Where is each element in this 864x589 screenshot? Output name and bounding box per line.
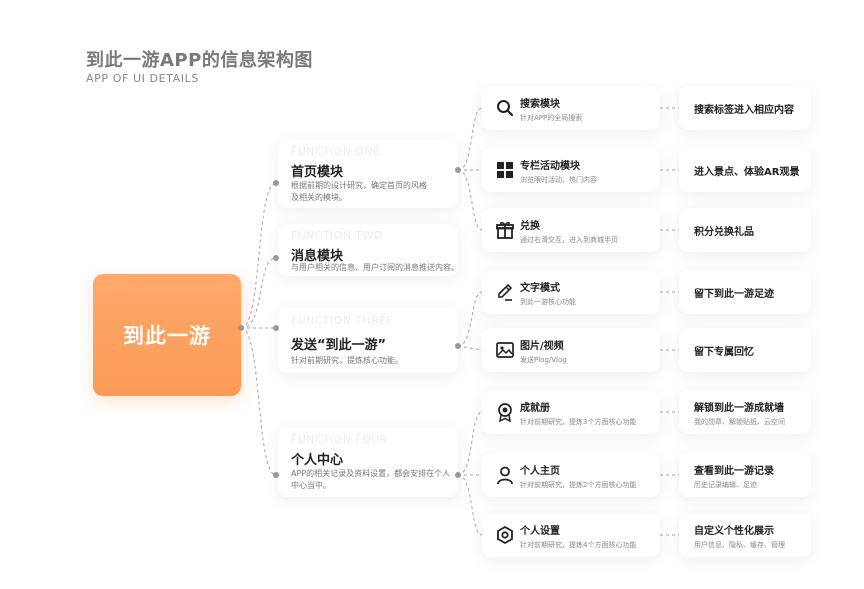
result-title: 解锁到此一游成就墙: [694, 403, 784, 414]
result-desc: 用户信息、隐私、缓存、管理: [694, 541, 785, 549]
result-title: 留下到此一游足迹: [694, 289, 774, 300]
result-card-records[interactable]: 查看到此一游记录 历史记录编辑、足迹: [679, 453, 811, 497]
result-title: 留下专属回忆: [694, 347, 754, 358]
result-card-redeem-gifts[interactable]: 积分兑换礼品: [679, 208, 811, 252]
pen-icon: [498, 283, 513, 301]
feature-title: 图片/视频: [520, 341, 564, 352]
function-desc: 中心当中。: [291, 481, 331, 490]
feature-desc: 到此一游核心功能: [520, 298, 576, 306]
function-en-label: FUNCTION TWO: [291, 229, 383, 242]
result-title: 查看到此一游记录: [694, 466, 774, 477]
connector-dot: [273, 180, 279, 186]
result-title: 自定义个性化展示: [694, 526, 774, 537]
function-en-label: FUNCTION FOUR: [291, 433, 388, 446]
function-en-label: FUNCTION ONE: [291, 145, 381, 158]
feature-desc: 针对前期研究，提炼2个方面核心功能: [520, 481, 637, 489]
result-card-memories[interactable]: 留下专属回忆: [679, 328, 811, 372]
function-desc: 与用户相关的信息、用户订阅的消息推送内容。: [291, 263, 459, 272]
function-desc: 根据前期的设计研究，确定首页的风格: [291, 181, 427, 190]
function-en-label: FUNCTION THREE: [291, 314, 394, 327]
function-desc: 针对前期研究，提炼核心功能。: [291, 356, 403, 365]
feature-title: 个人设置: [520, 526, 560, 537]
result-desc: 我的勋章、解锁贴纸、云空间: [694, 418, 785, 426]
result-card-ar-view[interactable]: 进入景点、体验AR观景: [679, 148, 811, 192]
feature-card-settings[interactable]: 个人设置 针对前期研究，提炼4个方面核心功能: [482, 513, 660, 557]
grid-icon: [497, 162, 513, 178]
function-desc: 及相关的模块。: [291, 193, 347, 202]
feature-title: 兑换: [520, 221, 540, 232]
connector-dot: [238, 325, 244, 331]
feature-desc: 针对APP的全局搜索: [520, 114, 583, 122]
function-title: 个人中心: [291, 453, 344, 468]
result-desc: 历史记录编辑、足迹: [694, 481, 757, 489]
function-title: 首页模块: [291, 165, 344, 180]
function-title: 消息模块: [291, 249, 344, 264]
result-card-achievement-wall[interactable]: 解锁到此一游成就墙 我的勋章、解锁贴纸、云空间: [679, 390, 811, 434]
page-title: 到此一游APP的信息架构图: [86, 50, 313, 71]
image-icon: [496, 342, 514, 358]
feature-title: 成就册: [520, 403, 550, 414]
feature-desc: 发送Plog/Vlog: [520, 356, 567, 364]
feature-desc: 针对前期研究，提炼3个方面核心功能: [520, 418, 637, 426]
user-icon: [497, 466, 513, 485]
feature-desc: 通过右滑交互，进入到商城半页: [520, 236, 618, 244]
result-title: 积分兑换礼品: [694, 227, 754, 238]
connector-dot: [273, 472, 279, 478]
page-subtitle: APP OF UI DETAILS: [86, 72, 199, 85]
function-card-home[interactable]: FUNCTION ONE 首页模块 根据前期的设计研究，确定首页的风格 及相关的…: [278, 140, 458, 208]
medal-icon: [498, 403, 512, 422]
feature-title: 专栏活动模块: [520, 161, 580, 172]
gift-icon: [496, 221, 514, 239]
result-card-footprint[interactable]: 留下到此一游足迹: [679, 270, 811, 314]
connector-dot: [455, 343, 461, 349]
result-title: 搜索标签进入相应内容: [694, 105, 794, 116]
function-title: 发送“到此一游”: [291, 338, 387, 353]
settings-icon: [497, 525, 513, 545]
connector-dot: [455, 472, 461, 478]
function-card-profile[interactable]: FUNCTION FOUR 个人中心 APP的相关记录及资料设置，都会安排在个人…: [278, 427, 458, 497]
result-card-personalize[interactable]: 自定义个性化展示 用户信息、隐私、缓存、管理: [679, 513, 811, 557]
feature-title: 个人主页: [520, 466, 560, 477]
connector-dot: [273, 325, 279, 331]
feature-card-media[interactable]: 图片/视频 发送Plog/Vlog: [482, 328, 660, 372]
function-desc: APP的相关记录及资料设置，都会安排在个人: [291, 469, 451, 478]
feature-title: 文字模式: [520, 283, 560, 294]
result-card-search-tags[interactable]: 搜索标签进入相应内容: [679, 86, 811, 130]
root-label: 到此一游: [123, 324, 211, 348]
function-card-messages[interactable]: FUNCTION TWO 消息模块 与用户相关的信息、用户订阅的消息推送内容。: [278, 224, 459, 276]
function-card-send[interactable]: FUNCTION THREE 发送“到此一游” 针对前期研究，提炼核心功能。: [278, 307, 458, 373]
connector-dot: [273, 255, 279, 261]
feature-desc: 针对前期研究，提炼4个方面核心功能: [520, 541, 637, 549]
feature-title: 搜索模块: [520, 99, 560, 110]
result-title: 进入景点、体验AR观景: [694, 167, 800, 178]
feature-card-text-mode[interactable]: 文字模式 到此一游核心功能: [482, 270, 660, 314]
feature-card-search[interactable]: 搜索模块 针对APP的全局搜索: [482, 86, 660, 130]
feature-card-achievements[interactable]: 成就册 针对前期研究，提炼3个方面核心功能: [482, 390, 660, 434]
feature-card-exchange[interactable]: 兑换 通过右滑交互，进入到商城半页: [482, 208, 660, 252]
feature-card-activity[interactable]: 专栏活动模块 浏览限时活动、热门内容: [482, 148, 660, 192]
search-icon: [497, 100, 514, 117]
connector-dot: [455, 167, 461, 173]
root-node[interactable]: 到此一游: [93, 274, 241, 396]
feature-card-homepage[interactable]: 个人主页 针对前期研究，提炼2个方面核心功能: [482, 453, 660, 497]
feature-desc: 浏览限时活动、热门内容: [520, 176, 597, 184]
